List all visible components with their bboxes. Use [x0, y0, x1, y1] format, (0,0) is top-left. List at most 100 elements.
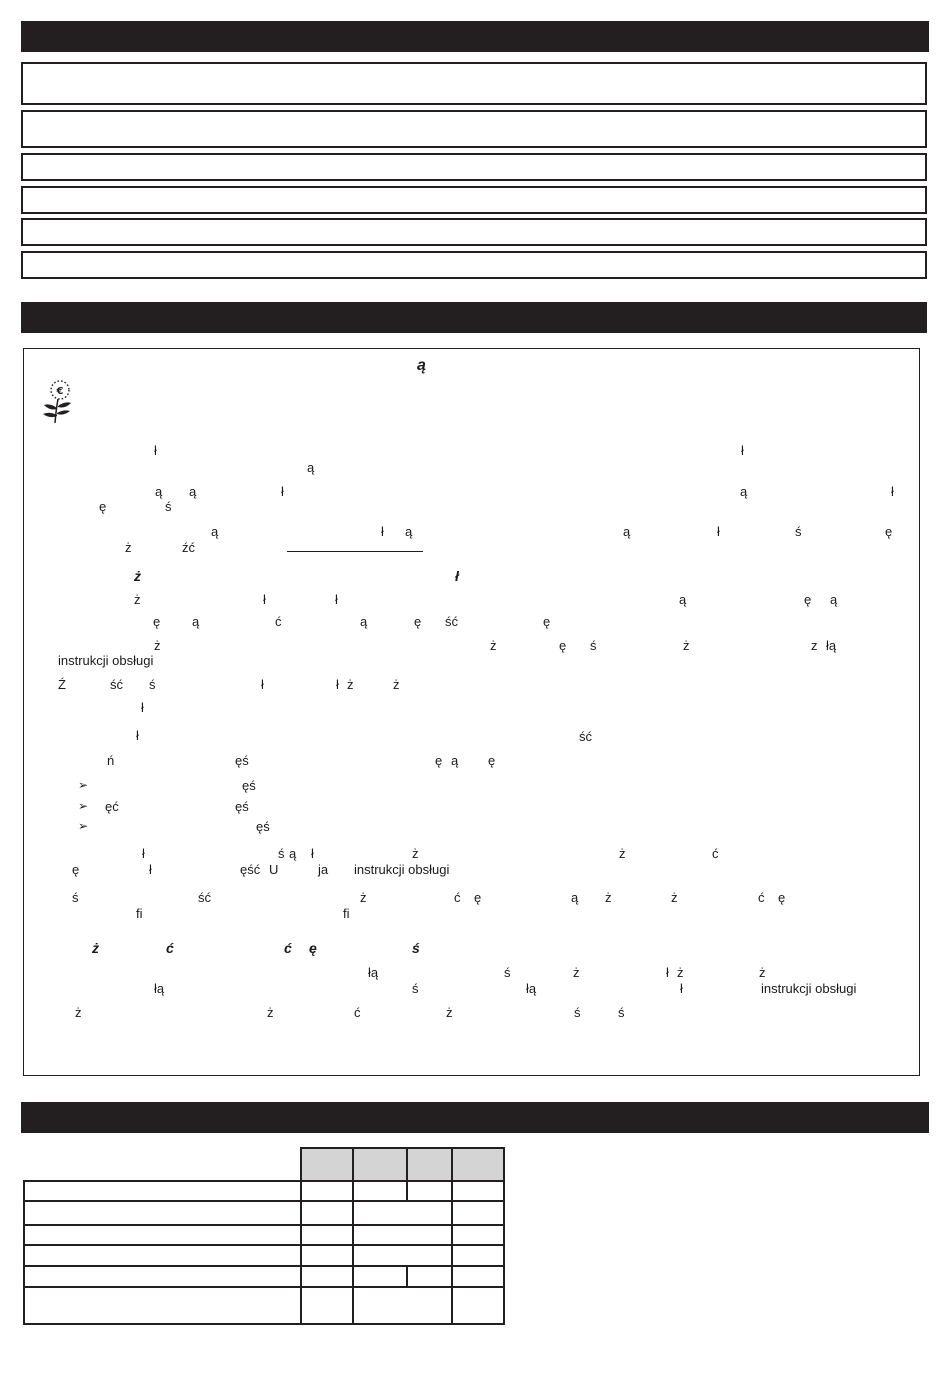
panel-text-fragment: ś: [618, 1005, 625, 1020]
panel-text-fragment: ś: [149, 677, 156, 692]
panel-text-fragment: ż: [360, 890, 367, 905]
panel-text-fragment: ę: [778, 890, 786, 905]
panel-bold-fragment: ę: [309, 940, 317, 956]
panel-text-fragment: ż: [490, 638, 497, 653]
panel-text-fragment: ś: [574, 1005, 581, 1020]
panel-text-fragment: ż: [671, 890, 678, 905]
panel-text-fragment: ż: [393, 677, 400, 692]
panel-text-fragment: ć: [758, 890, 765, 905]
panel-text-fragment: ż: [446, 1005, 453, 1020]
panel-bold-fragment: ł: [455, 568, 459, 584]
table-header-cell: [451, 1147, 505, 1182]
panel-text-fragment: ja: [318, 862, 329, 877]
panel-text-fragment: ś: [504, 965, 511, 980]
panel-text-fragment: ł: [154, 443, 157, 458]
panel-text-fragment: ę: [804, 592, 812, 607]
panel-text-fragment: ż: [134, 592, 141, 607]
panel-text-fragment: ść: [110, 677, 123, 692]
form-row-6: [21, 251, 927, 279]
table-row: [23, 1180, 505, 1202]
panel-text-fragment: ł: [741, 443, 744, 458]
panel-text-fragment: ą: [451, 753, 459, 768]
panel-text-fragment: ś: [165, 499, 172, 514]
table-row: [23, 1265, 505, 1288]
panel-text-fragment: ą: [679, 592, 687, 607]
panel-text-fragment: fi: [343, 906, 350, 921]
panel-text-fragment: ę: [488, 753, 496, 768]
panel-text-fragment: ć: [712, 846, 719, 861]
table-header-cell: [406, 1147, 453, 1182]
panel-text-fragment: łą: [526, 981, 537, 996]
panel-text-fragment: ż: [125, 540, 132, 555]
panel-text-fragment: ł: [381, 524, 384, 539]
panel-text-fragment: ł: [142, 846, 145, 861]
panel-text-fragment: Ź: [58, 677, 66, 692]
panel-text-fragment: ł: [335, 592, 338, 607]
panel-text-fragment: ą: [623, 524, 631, 539]
panel-text-fragment: U: [269, 862, 279, 877]
panel-text-fragment: ł: [336, 677, 339, 692]
signature-underline: [287, 551, 423, 552]
panel-text-fragment: ęś: [235, 753, 249, 768]
panel-text-fragment: ł: [141, 700, 144, 715]
panel-text-fragment: źć: [182, 540, 195, 555]
panel-text-fragment: ęć: [105, 799, 119, 814]
panel-text-fragment: łą: [368, 965, 379, 980]
panel-text-fragment: ą: [830, 592, 838, 607]
panel-text-fragment: ś: [412, 981, 419, 996]
panel-text-fragment: ś: [72, 890, 79, 905]
panel-text-fragment: ą: [192, 614, 200, 629]
panel-text-fragment: ć: [354, 1005, 361, 1020]
table-row: [23, 1200, 505, 1226]
bullet-arrow-icon: ➢: [78, 778, 89, 792]
panel-text-fragment: ś: [590, 638, 597, 653]
panel-text-fragment: ą: [360, 614, 368, 629]
panel-text-fragment: ł: [680, 981, 683, 996]
bullet-arrow-icon: ➢: [78, 799, 89, 813]
form-row-3: [21, 153, 927, 181]
panel-text-fragment: ż: [677, 965, 684, 980]
panel-text-fragment: ę: [99, 499, 107, 514]
panel-text-fragment: ń: [107, 753, 115, 768]
panel-text-fragment: ę: [153, 614, 161, 629]
panel-text-fragment: ę: [559, 638, 567, 653]
panel-text-fragment: ż: [154, 638, 161, 653]
panel-text-fragment: instrukcji obsługi: [354, 862, 450, 877]
panel-text-fragment: ć: [454, 890, 461, 905]
panel-text-fragment: ż: [573, 965, 580, 980]
panel-text-fragment: ś: [795, 524, 802, 539]
panel-text-fragment: ęść: [240, 862, 261, 877]
panel-text-fragment: ć: [275, 614, 282, 629]
form-row-2: [21, 110, 927, 148]
panel-text-fragment: ęś: [242, 778, 256, 793]
section-header-bar-1: [21, 21, 929, 52]
panel-bold-fragment: ż: [92, 940, 99, 956]
form-row-5: [21, 218, 927, 246]
table-row: [23, 1286, 505, 1325]
panel-text-fragment: ść: [198, 890, 211, 905]
panel-text-fragment: ęś: [256, 819, 270, 834]
panel-text-fragment: ęś: [235, 799, 249, 814]
panel-text-fragment: instrukcji obsługi: [761, 981, 857, 996]
panel-text-fragment: ą: [405, 524, 413, 539]
panel-text-fragment: ż: [412, 846, 419, 861]
panel-heading: ą: [417, 357, 426, 374]
panel-text-fragment: ą: [740, 484, 748, 499]
panel-text-fragment: łą: [154, 981, 165, 996]
panel-text-fragment: ż: [75, 1005, 82, 1020]
panel-text-fragment: ż: [347, 677, 354, 692]
panel-text-fragment: ż: [605, 890, 612, 905]
spec-table: [23, 1147, 505, 1325]
panel-text-fragment: ł: [149, 862, 152, 877]
table-header-cell: [352, 1147, 408, 1182]
panel-text-fragment: instrukcji obsługi: [58, 653, 154, 668]
panel-text-fragment: ą: [211, 524, 219, 539]
panel-text-fragment: ł: [261, 677, 264, 692]
bullet-arrow-icon: ➢: [78, 819, 89, 833]
table-header-row: [24, 1147, 505, 1182]
panel-text-fragment: ł: [717, 524, 720, 539]
panel-text-fragment: ł: [263, 592, 266, 607]
form-row-1: [21, 62, 927, 105]
